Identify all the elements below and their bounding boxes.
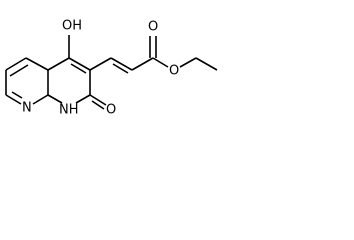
substituent-bonds [68,35,218,110]
bond [47,57,70,71]
bond [11,91,23,99]
vinyl-double-bond [112,63,129,74]
bond-to-lactam-oxygen [91,100,105,110]
nh-label: NH [59,103,79,118]
bond [70,63,87,74]
bond [25,57,49,71]
bond [131,57,154,71]
vinyl-bond [89,57,112,71]
bond-to-lactam-oxygen [89,94,107,106]
bond [9,64,29,77]
chemical-structure-diagram: OH N NH O O O [5,19,218,118]
bond [5,94,22,105]
bond [47,94,63,104]
ring-nitrogen-label: N [22,101,32,116]
vinyl-double-bond [110,57,133,71]
bond [68,57,91,71]
bond [75,94,91,104]
ethyl-bond [195,57,218,71]
hydroxyl-label: OH [62,19,82,34]
pyridine-ring [5,57,49,105]
carbonyl-oxygen-label: O [148,20,158,35]
bond [32,94,49,105]
ester-bond [152,57,169,68]
ester-oxygen-label: O [169,64,179,79]
pyridinone-ring [47,57,91,104]
lactam-oxygen-label: O [106,103,116,118]
ethyl-bond [179,57,197,68]
bond [5,57,27,71]
